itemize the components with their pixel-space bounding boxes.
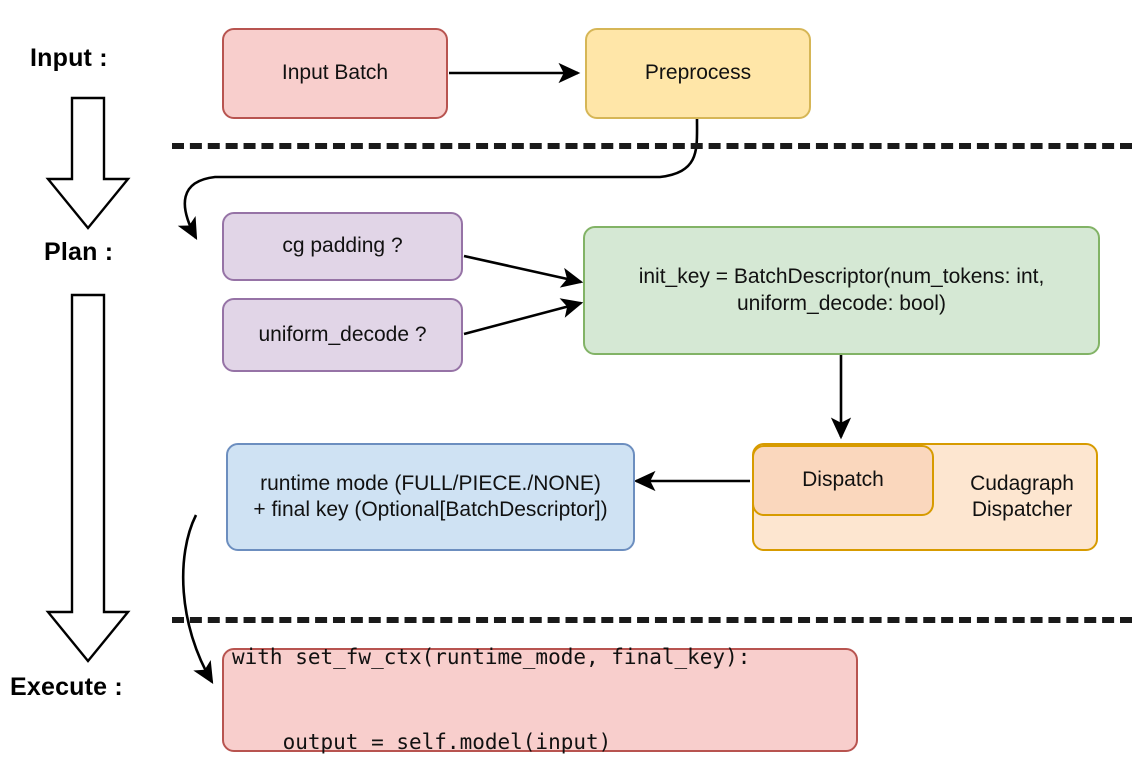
node-init-key-line2: uniform_decode: bool) xyxy=(737,291,946,315)
node-runtime-mode[interactable]: runtime mode (FULL/PIECE./NONE) + final … xyxy=(226,443,635,551)
node-runtime-mode-text: runtime mode (FULL/PIECE./NONE) + final … xyxy=(253,471,607,524)
node-cudagraph-dispatcher-text: Cudagraph Dispatcher xyxy=(970,471,1074,524)
node-cudagraph-dispatcher-line2: Dispatcher xyxy=(971,498,1073,521)
node-init-key[interactable]: init_key = BatchDescriptor(num_tokens: i… xyxy=(583,226,1100,355)
block-arrow-plan-to-execute xyxy=(45,293,131,663)
arrow-uniform-decode-to-init-key xyxy=(463,298,584,336)
node-input-batch[interactable]: Input Batch xyxy=(222,28,448,119)
node-preprocess[interactable]: Preprocess xyxy=(585,28,811,119)
node-preprocess-label: Preprocess xyxy=(644,61,752,85)
arrow-runtime-mode-to-execute-code xyxy=(181,514,214,685)
input-plan-divider xyxy=(172,143,1132,149)
node-init-key-text: init_key = BatchDescriptor(num_tokens: i… xyxy=(639,264,1045,317)
node-execute-code-text: with set_fw_ctx(runtime_mode, final_key)… xyxy=(232,587,750,770)
node-cudagraph-dispatcher-line1: Cudagraph xyxy=(970,471,1074,495)
node-execute-code-line2: output = self.model(input) xyxy=(232,730,612,755)
node-execute-code-line1: with set_fw_ctx(runtime_mode, final_key)… xyxy=(232,645,751,670)
node-cg-padding-label: cg padding ? xyxy=(282,234,403,258)
stage-label-input: Input : xyxy=(30,44,108,72)
arrow-cg-padding-to-init-key xyxy=(463,254,584,288)
node-cg-padding[interactable]: cg padding ? xyxy=(222,212,463,281)
block-arrow-input-to-plan xyxy=(45,96,131,230)
node-runtime-mode-line1: runtime mode (FULL/PIECE./NONE) xyxy=(260,471,601,495)
node-uniform-decode[interactable]: uniform_decode ? xyxy=(222,298,463,372)
stage-label-execute: Execute : xyxy=(10,673,123,701)
node-execute-code[interactable]: with set_fw_ctx(runtime_mode, final_key)… xyxy=(222,645,858,754)
node-dispatch-label: Dispatch xyxy=(802,468,884,492)
node-init-key-line1: init_key = BatchDescriptor(num_tokens: i… xyxy=(638,265,1045,289)
node-input-batch-label: Input Batch xyxy=(281,61,389,85)
plan-execute-divider xyxy=(172,617,1132,623)
node-runtime-mode-line2: + final key (Optional[BatchDescriptor]) xyxy=(253,498,608,521)
node-dispatch[interactable]: Dispatch xyxy=(752,445,934,516)
stage-label-plan: Plan : xyxy=(44,238,114,266)
node-uniform-decode-label: uniform_decode ? xyxy=(258,322,427,346)
